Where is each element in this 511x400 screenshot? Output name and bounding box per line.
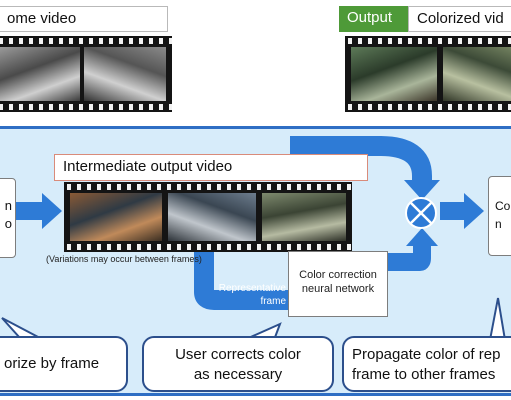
right-process-box: Co n: [488, 176, 511, 256]
film-frame: [84, 47, 166, 101]
user-corrects-text-2: as necessary: [193, 366, 283, 383]
film-frame: [0, 47, 80, 101]
colorize-callout: orize by frame: [0, 336, 128, 392]
intermediate-film-strip: [64, 182, 352, 252]
user-corrects-callout: User corrects color as necessary: [142, 336, 334, 392]
input-video-label: ome video: [0, 6, 168, 32]
output-tag-text: Output: [347, 9, 393, 26]
input-video-label-text: ome video: [7, 10, 77, 27]
film-frame: [262, 193, 346, 241]
film-frame: [351, 47, 437, 101]
intermediate-output-label-text: Intermediate output video: [63, 158, 233, 175]
film-frame: [70, 193, 162, 241]
left-box-text-1: n: [4, 198, 12, 213]
left-box-text-2: o: [4, 216, 12, 231]
colorized-video-label: Colorized vid: [408, 6, 511, 32]
representative-frame-text-1: Representative: [218, 283, 286, 294]
left-process-box: n o: [0, 178, 16, 258]
film-frame: [443, 47, 511, 101]
right-box-text-1: Co: [495, 199, 511, 213]
color-correction-nn-box: Color correction neural network: [288, 251, 388, 317]
representative-frame-text-2: frame: [260, 296, 286, 307]
propagate-callout: Propagate color of rep frame to other fr…: [342, 336, 511, 392]
representative-frame-label: Representative frame: [200, 282, 286, 308]
colorized-film-strip: [345, 36, 511, 112]
nn-box-text-1: Color correction: [299, 269, 377, 281]
monochrome-film-strip: [0, 36, 172, 112]
colorize-callout-text: orize by frame: [4, 355, 100, 372]
colorized-video-label-text: Colorized vid: [417, 10, 504, 27]
nn-box-text-2: neural network: [301, 283, 375, 295]
propagate-text-1: Propagate color of rep: [352, 346, 501, 363]
propagate-text-2: frame to other frames: [352, 366, 496, 383]
representative-film-frame: [168, 193, 256, 241]
user-corrects-text-1: User corrects color: [175, 346, 301, 363]
output-tag: Output: [339, 6, 409, 32]
right-box-text-2: n: [495, 217, 502, 231]
variation-note: (Variations may occur between frames): [46, 254, 202, 264]
intermediate-output-label: Intermediate output video: [54, 154, 368, 181]
